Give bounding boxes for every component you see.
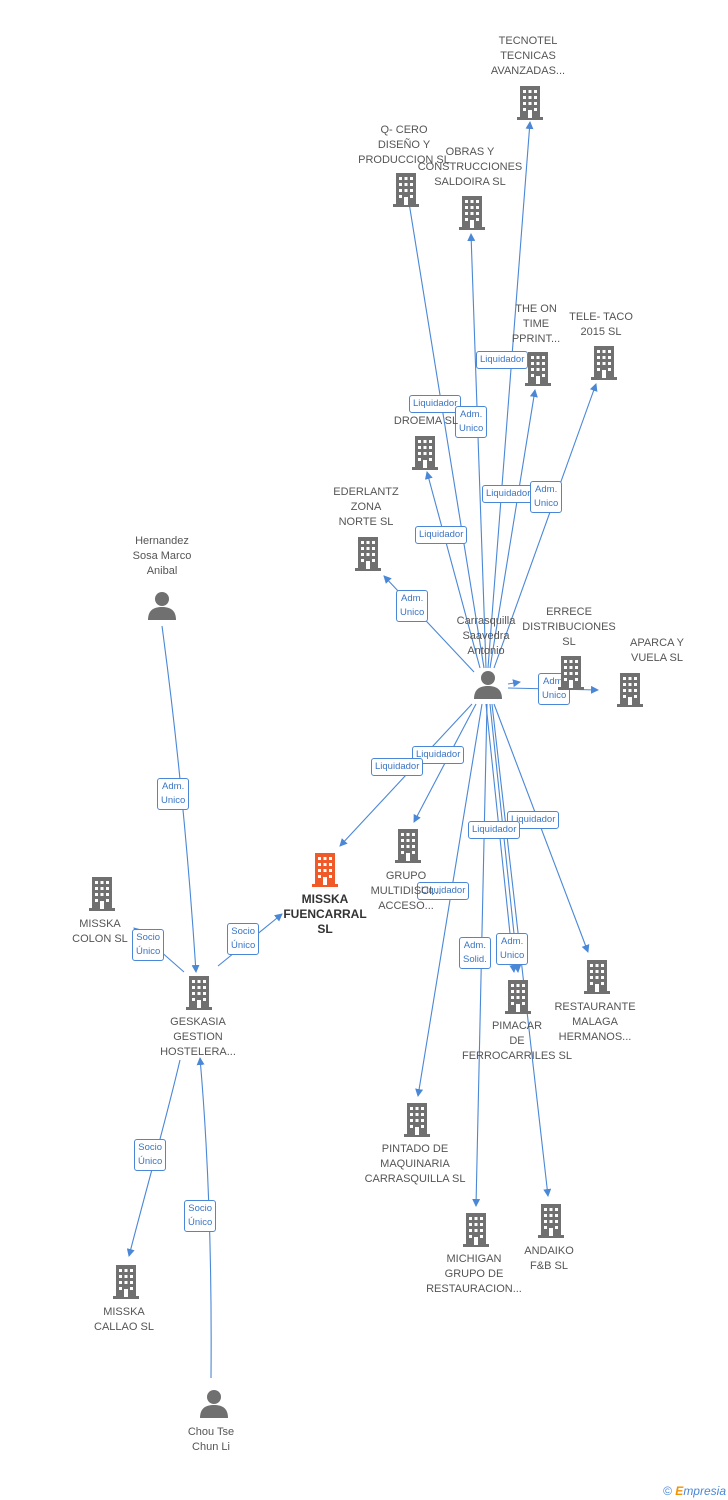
role-badge: Liquidador — [409, 395, 462, 413]
building-icon — [412, 436, 438, 470]
node-label: GRUPO MULTIDISCI... ACCESO... — [370, 870, 442, 912]
role-badge: Liquidador — [412, 746, 465, 764]
node-label: MICHIGAN GRUPO DE RESTAURACION... — [426, 1253, 522, 1295]
node-carrasquilla[interactable]: Carrasquilla Saavedra Antonio — [436, 614, 536, 659]
node-label: THE ON TIME PPRINT... — [511, 303, 561, 345]
building-icon — [538, 1204, 564, 1238]
node-misska-fuencarral[interactable]: MISSKA FUENCARRAL SL — [270, 892, 380, 937]
building-icon — [525, 352, 551, 386]
building-icon — [505, 980, 531, 1014]
node-label: ERRECE DISTRIBUCIONES SL — [522, 606, 616, 648]
node-obras[interactable]: OBRAS Y CONSTRUCCIONES SALDOIRA SL — [415, 145, 525, 190]
node-label: Hernandez Sosa Marco Anibal — [132, 535, 192, 577]
node-andaiko[interactable]: ANDAIKO F&B SL — [509, 1244, 589, 1274]
edge-hernandez-geskasia — [161, 625, 200, 973]
role-badge: Socio Único — [134, 1139, 167, 1171]
building-icon — [558, 656, 584, 690]
edge-carrasquilla-obras — [467, 233, 487, 669]
building-icon — [89, 877, 115, 911]
node-label: PIMACAR DE FERROCARRILES SL — [461, 1020, 573, 1062]
node-label: Q- CERO DISEÑO Y PRODUCCION SL — [358, 124, 450, 166]
node-label: EDERLANTZ ZONA NORTE SL — [333, 486, 399, 528]
role-badge: Liquidador — [507, 811, 560, 829]
role-badge: Socio Único — [132, 929, 165, 961]
node-label: PINTADO DE MAQUINARIA CARRASQUILLA SL — [364, 1143, 466, 1185]
focus-building-icon — [312, 853, 338, 887]
node-ederlantz[interactable]: EDERLANTZ ZONA NORTE SL — [318, 485, 414, 530]
node-aparca[interactable]: APARCA Y VUELA SL — [612, 636, 702, 666]
role-badge: Socio Único — [184, 1200, 217, 1232]
role-badge: Liquidador — [415, 526, 468, 544]
edge-carrasquilla-theon — [489, 389, 538, 669]
person-icon — [148, 592, 176, 620]
node-misska-callao[interactable]: MISSKA CALLAO SL — [82, 1305, 166, 1335]
brand-initial: E — [675, 1484, 684, 1498]
edge-carrasquilla-teletaco — [493, 383, 598, 669]
role-badge: Liquidador — [468, 821, 521, 839]
node-label: APARCA Y VUELA SL — [629, 637, 684, 664]
node-theon[interactable]: THE ON TIME PPRINT... — [496, 302, 576, 347]
node-pintado[interactable]: PINTADO DE MAQUINARIA CARRASQUILLA SL — [356, 1142, 474, 1187]
copyright-symbol: © — [663, 1484, 672, 1498]
node-label: GESKASIA GESTION HOSTELERA... — [160, 1016, 236, 1058]
role-badge: Liquidador — [476, 351, 529, 369]
building-icon — [517, 86, 543, 120]
node-tecnotel[interactable]: TECNOTEL TECNICAS AVANZADAS... — [478, 34, 578, 79]
node-misska-colon[interactable]: MISSKA COLON SL — [58, 917, 142, 947]
building-icon — [186, 976, 212, 1010]
node-label: Chou Tse Chun Li — [187, 1426, 235, 1453]
building-icon — [617, 673, 643, 707]
role-badge: Adm. Unico — [157, 778, 190, 810]
building-icon — [404, 1103, 430, 1137]
node-restaurante[interactable]: RESTAURANTE MALAGA HERMANOS... — [545, 1000, 645, 1045]
role-badge: Liquidador — [417, 882, 470, 900]
edge-carrasquilla-tecnotel — [487, 121, 534, 669]
role-badge: Socio Único — [227, 923, 260, 955]
role-badge: Liquidador — [482, 485, 535, 503]
role-badge: Adm. Unico — [530, 481, 563, 513]
building-icon — [591, 346, 617, 380]
node-teletaco[interactable]: TELE- TACO 2015 SL — [556, 310, 646, 340]
building-icon — [584, 960, 610, 994]
person-icon — [200, 1390, 228, 1418]
node-label: RESTAURANTE MALAGA HERMANOS... — [554, 1001, 636, 1043]
node-label: TELE- TACO 2015 SL — [569, 311, 633, 338]
node-qcero[interactable]: Q- CERO DISEÑO Y PRODUCCION SL — [354, 123, 454, 168]
node-label: ANDAIKO F&B SL — [524, 1245, 574, 1272]
person-icon — [474, 671, 502, 699]
node-grupo[interactable]: GRUPO MULTIDISCI... ACCESO... — [348, 869, 464, 914]
role-badge: Adm. Unico — [396, 590, 429, 622]
node-label: TECNOTEL TECNICAS AVANZADAS... — [490, 35, 566, 77]
building-icon — [395, 829, 421, 863]
node-errece[interactable]: ERRECE DISTRIBUCIONES SL — [516, 605, 622, 650]
node-droema[interactable]: DROEMA SL — [376, 414, 476, 429]
node-michigan[interactable]: MICHIGAN GRUPO DE RESTAURACION... — [418, 1252, 530, 1297]
edge-carrasquilla-pintado — [415, 703, 483, 1097]
node-chou[interactable]: Chou Tse Chun Li — [166, 1425, 256, 1455]
building-icon — [113, 1265, 139, 1299]
role-badge: Liquidador — [371, 758, 424, 776]
role-badge: Adm. Unico — [496, 933, 529, 965]
node-geskasia[interactable]: GESKASIA GESTION HOSTELERA... — [146, 1015, 250, 1060]
node-label: Carrasquilla Saavedra Antonio — [456, 615, 516, 657]
role-badge: Adm. Unico — [455, 406, 488, 438]
node-pimacar[interactable]: PIMACAR DE FERROCARRILES SL — [456, 1019, 578, 1064]
empresia-logo[interactable]: © Empresia — [663, 1484, 726, 1498]
building-icon — [463, 1213, 489, 1247]
edge-carrasquilla-droema — [424, 471, 481, 669]
node-label: MISSKA COLON SL — [72, 918, 128, 945]
building-icon — [459, 196, 485, 230]
role-badge: Adm. Solid. — [459, 937, 491, 969]
building-icon — [355, 537, 381, 571]
edge-carrasquilla-errece — [507, 679, 521, 688]
building-icon — [393, 173, 419, 207]
node-label: MISSKA FUENCARRAL SL — [283, 892, 367, 936]
brand-name: mpresia — [683, 1484, 726, 1498]
node-label: DROEMA SL — [393, 415, 459, 427]
node-label: MISSKA CALLAO SL — [94, 1306, 154, 1333]
edge-carrasquilla-qcero — [403, 183, 485, 669]
node-label: OBRAS Y CONSTRUCCIONES SALDOIRA SL — [417, 146, 523, 188]
node-hernandez[interactable]: Hernandez Sosa Marco Anibal — [112, 534, 212, 579]
